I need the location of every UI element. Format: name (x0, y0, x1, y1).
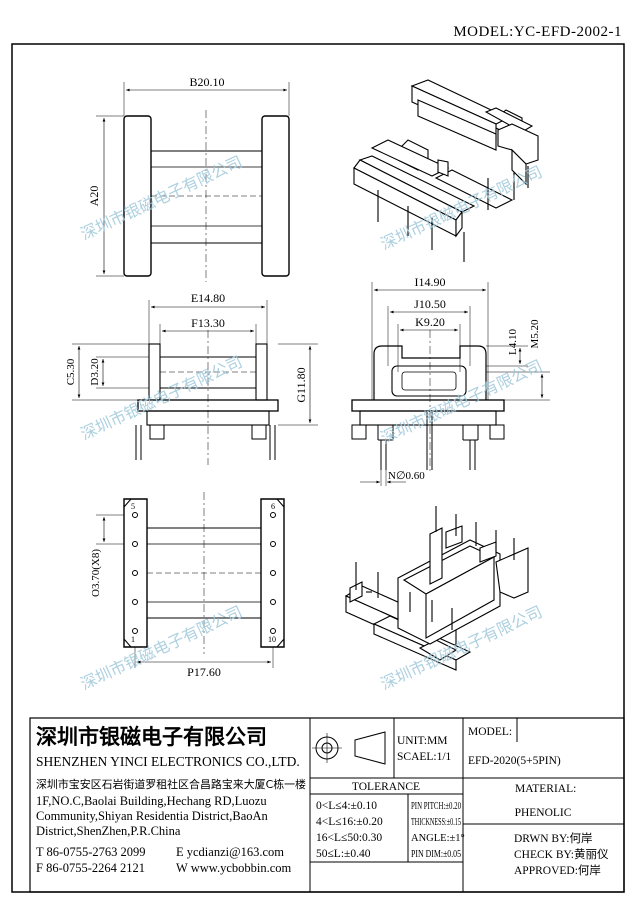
dim-p: P17.60 (187, 665, 221, 679)
header-model: MODEL:YC-EFD-2002-1 (453, 24, 622, 40)
model-value: EFD-2020(5+5PIN) (468, 755, 561, 767)
model-label: MODEL: (468, 726, 512, 738)
website: W www.ycbobbin.com (176, 861, 292, 875)
company-name-en: SHENZHEN YINCI ELECTRONICS CO.,LTD. (36, 754, 300, 769)
dim-d: D3.20 (89, 358, 101, 386)
dim-g: G11.80 (294, 367, 308, 402)
tolerance-4: 50≤L:±0.40 (316, 848, 371, 860)
pin-label-1: 1 (131, 635, 135, 644)
address-en-1: 1F,NO.C,Baolai Building,Hechang RD,Luozu (36, 794, 267, 808)
email: E ycdianzi@163.com (176, 845, 284, 859)
material-value: PHENOLIC (515, 807, 572, 819)
tolerance-2: 4<L≤16:±0.20 (316, 816, 383, 828)
thickness: THICKNESS:±0.15 (411, 817, 461, 828)
dim-m: M5.20 (529, 319, 541, 349)
angle: ANGLE:±1° (411, 833, 465, 844)
front-view (72, 300, 318, 465)
pin-label-6: 6 (271, 502, 275, 511)
checked-by: CHECK BY:黄丽仪 (514, 847, 609, 861)
pin-pitch: PIN PITCH:±0.20 (411, 801, 461, 812)
top-view (96, 82, 290, 282)
approved-by: APPROVED:何岸 (514, 864, 601, 877)
dim-b: B20.10 (189, 75, 224, 89)
unit: UNIT:MM (397, 735, 448, 747)
dim-j: J10.50 (414, 297, 446, 311)
dim-n: N∅0.60 (388, 470, 425, 482)
pin-label-5: 5 (131, 502, 135, 511)
address-en-3: District,ShenZhen,P.R.China (36, 824, 181, 838)
tolerance-1: 0<L≤4:±0.10 (316, 800, 377, 812)
tel: T 86-0755-2763 2099 (36, 845, 146, 859)
dim-f: F13.30 (191, 316, 225, 330)
dim-l: L4.10 (507, 329, 519, 355)
material-label: MATERIAL: (515, 783, 576, 795)
side-view (351, 282, 550, 486)
dim-i: I14.90 (415, 275, 446, 289)
iso-view-top (353, 79, 539, 262)
dim-a: A20 (87, 186, 101, 207)
fax: F 86-0755-2264 2121 (36, 861, 145, 875)
address-cn: 深圳市宝安区石岩街道罗租社区合昌路宝来大厦C栋一楼 (36, 777, 306, 791)
dim-e: E14.80 (191, 291, 225, 305)
tolerance-3: 16<L≤50:0.30 (316, 832, 382, 844)
watermark-text: 深圳市银磁电子有限公司 (78, 603, 245, 694)
address-en-2: Community,Shiyan Residentia District,Bao… (36, 809, 269, 823)
pin-dim: PIN DIM:±0.05 (411, 849, 461, 860)
dim-k: K9.20 (415, 315, 445, 329)
company-name-cn: 深圳市银磁电子有限公司 (36, 725, 267, 749)
watermark-text: 深圳市银磁电子有限公司 (378, 357, 545, 448)
bottom-view (96, 492, 285, 668)
watermark-text: 深圳市银磁电子有限公司 (78, 153, 245, 244)
title-block-text: 深圳市银磁电子有限公司 SHENZHEN YINCI ELECTRONICS C… (36, 725, 609, 877)
title-block (29, 717, 625, 893)
drawn-by: DRWN BY:何岸 (514, 832, 593, 845)
dim-o: O3.70(X8) (90, 549, 102, 597)
scale: SCAEL:1/1 (397, 751, 452, 763)
pin-label-10: 10 (268, 635, 276, 644)
tolerance-title: TOLERANCE (352, 781, 420, 793)
dim-c: C5.30 (65, 358, 77, 385)
iso-view-bottom (344, 506, 529, 671)
